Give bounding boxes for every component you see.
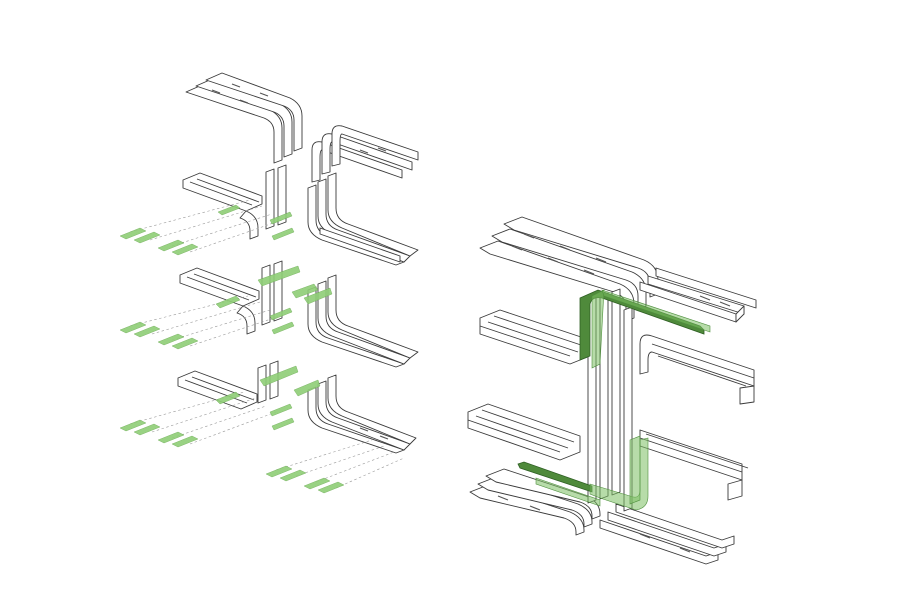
assembled-middle-right-seat	[640, 335, 754, 404]
assembled-lower-left-seat	[468, 404, 580, 460]
exploded-level-3-right-seat	[308, 375, 416, 453]
assembled-bottom-right	[600, 504, 734, 564]
exploded-level-3-seat	[178, 361, 278, 409]
exploded-green-pieces	[120, 205, 344, 493]
assembled-lower-right-seat	[640, 430, 748, 500]
exploded-level-2-seat	[180, 261, 282, 334]
assembled-middle-left-seat	[480, 310, 590, 364]
assembled-bottom-front	[470, 469, 600, 535]
exploded-top-backrest	[186, 73, 302, 163]
exploded-level-2-right-seat	[308, 275, 418, 367]
exploded-view	[120, 73, 418, 493]
assembled-view	[468, 217, 756, 564]
exploded-level-1-right-seat	[308, 173, 418, 265]
exploded-level-1-seat	[183, 165, 286, 239]
exploded-right-top-seat	[312, 126, 418, 182]
